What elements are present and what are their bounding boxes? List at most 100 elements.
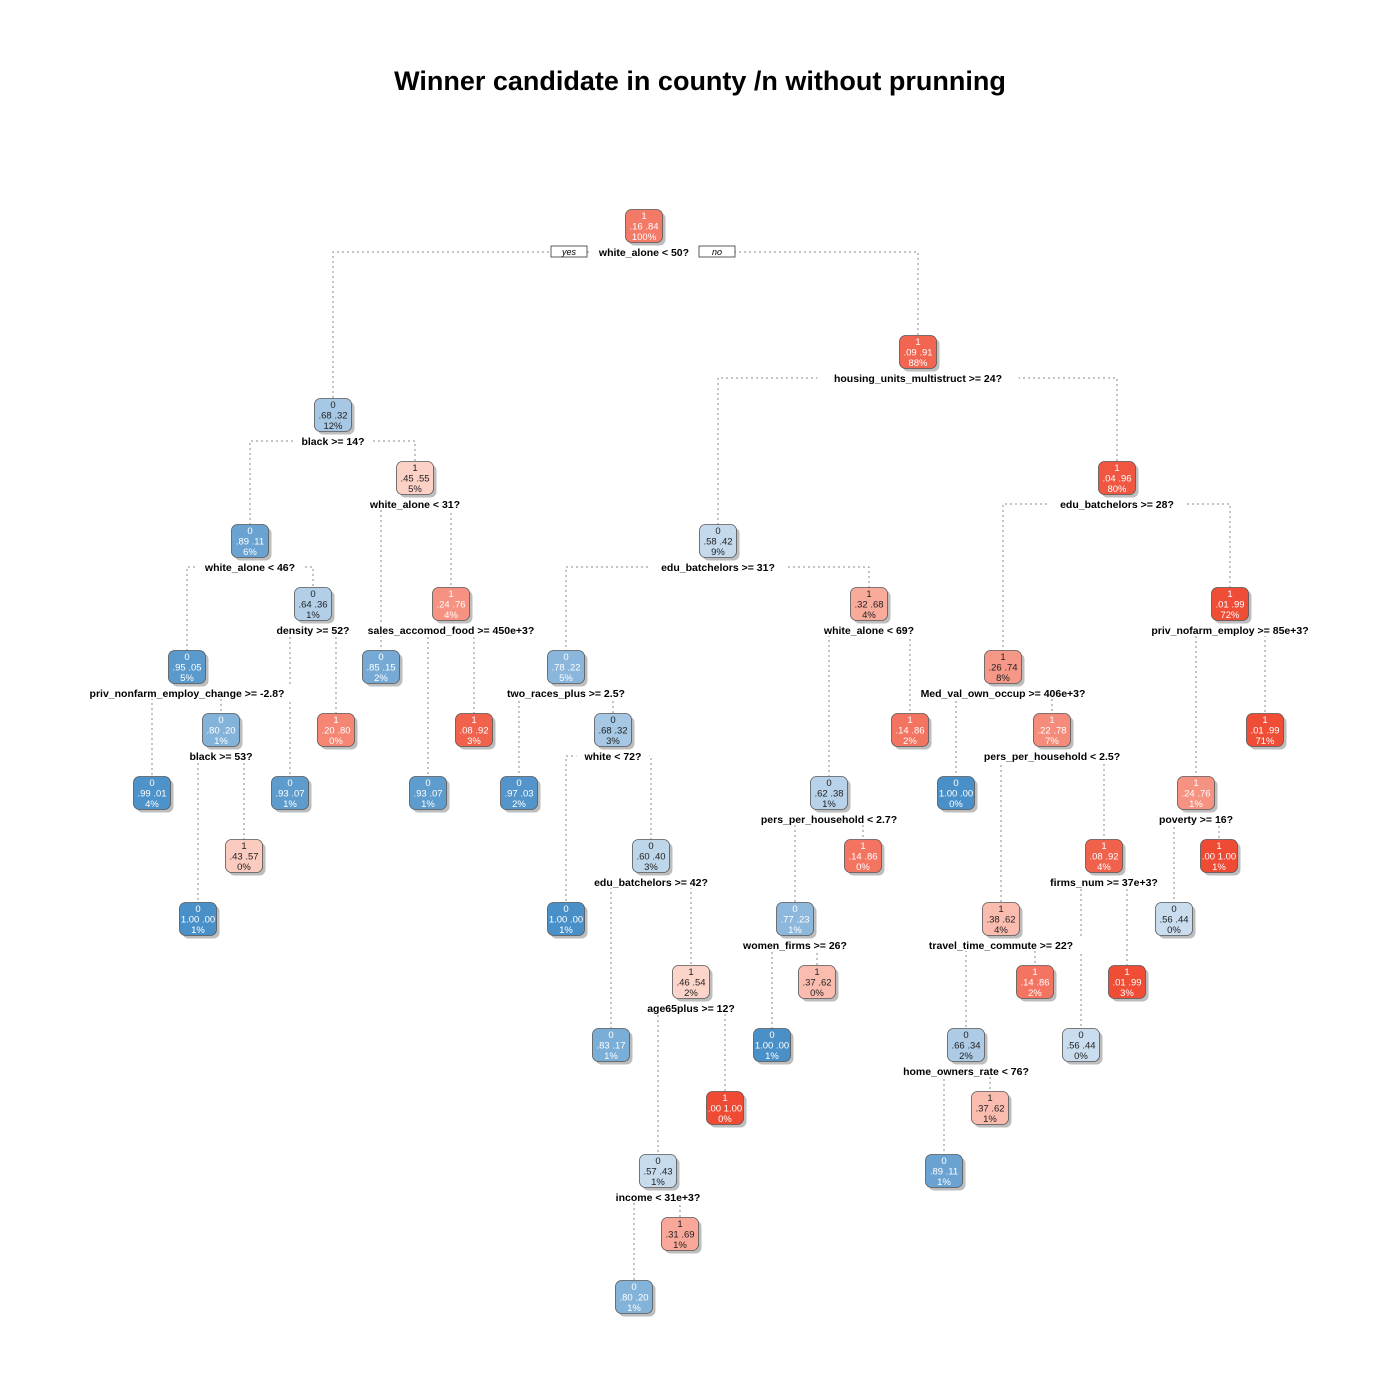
tree-node: 0.64 .361% <box>294 587 335 624</box>
node-box <box>706 1091 744 1125</box>
node-class: 0 <box>648 841 653 852</box>
node-box <box>231 524 269 558</box>
node-percent: 1% <box>822 799 836 810</box>
split-label: edu_batchelors >= 31? <box>661 562 775 574</box>
split-label: housing_units_multistruct >= 24? <box>834 373 1002 385</box>
node-class: 0 <box>608 1030 613 1041</box>
node-percent: 8% <box>996 673 1010 684</box>
node-probs: .08 .92 <box>1089 852 1118 863</box>
tree-node: 0.97 .032% <box>500 776 541 813</box>
node-class: 0 <box>218 715 223 726</box>
node-probs: .45 .55 <box>400 474 429 485</box>
split-label-bg <box>360 497 470 510</box>
node-class: 1 <box>1124 967 1129 978</box>
node-percent: 4% <box>1097 862 1111 873</box>
node-percent: 4% <box>444 610 458 621</box>
node-probs: .60 .40 <box>636 852 665 863</box>
node-percent: 1% <box>604 1051 618 1062</box>
yes-label-box <box>550 245 588 258</box>
node-percent: 1% <box>214 736 228 747</box>
node-class: 0 <box>184 652 189 663</box>
node-class: 1 <box>1216 841 1221 852</box>
node-percent: 1% <box>191 925 205 936</box>
tree-node: 1.37 .621% <box>971 1091 1012 1128</box>
node-probs: .24 .76 <box>1181 789 1210 800</box>
node-percent: 9% <box>711 547 725 558</box>
node-box <box>225 839 263 873</box>
node-probs: .56 .44 <box>1066 1041 1095 1052</box>
node-percent: 4% <box>145 799 159 810</box>
node-class: 1 <box>641 211 646 222</box>
tree-edge <box>1080 881 1104 1029</box>
node-percent: 2% <box>903 736 917 747</box>
tree-edge <box>1173 818 1196 903</box>
node-class: 1 <box>998 904 1003 915</box>
node-probs: .04 .96 <box>1102 474 1131 485</box>
node-class: 1 <box>866 589 871 600</box>
node-percent: 1% <box>421 799 435 810</box>
node-probs: .95 .05 <box>172 663 201 674</box>
node-percent: 0% <box>718 1114 732 1125</box>
node-percent: 1% <box>788 925 802 936</box>
split-label-bg <box>737 938 853 951</box>
node-probs: .99 .01 <box>137 789 166 800</box>
node-class: 0 <box>247 526 252 537</box>
node-percent: 5% <box>180 673 194 684</box>
split-label: Med_val_own_occup >= 406e+3? <box>921 688 1086 700</box>
node-percent: 3% <box>1120 988 1134 999</box>
split-label-bg <box>817 371 1019 384</box>
node-probs: .37 .62 <box>802 978 831 989</box>
split-label-bg <box>749 812 909 825</box>
tree-node: 1.26 .748% <box>984 650 1025 687</box>
tree-node: 1.45 .555% <box>396 461 437 498</box>
node-box <box>202 713 240 747</box>
node-class: 1 <box>860 841 865 852</box>
tree-node: 1.22 .787% <box>1033 713 1074 750</box>
node-class: 1 <box>915 337 920 348</box>
split-label: white < 72? <box>584 751 642 763</box>
split-label-bg <box>181 749 261 762</box>
node-class: 0 <box>631 1282 636 1293</box>
tree-edge <box>427 629 451 777</box>
node-class: 0 <box>1171 904 1176 915</box>
node-box <box>798 965 836 999</box>
node-probs: .80 .20 <box>619 1293 648 1304</box>
node-probs: .85 .15 <box>366 663 395 674</box>
node-box <box>625 209 663 243</box>
node-box <box>594 713 632 747</box>
split-label: pers_per_household < 2.5? <box>984 751 1120 763</box>
tree-edge <box>794 818 829 903</box>
node-box <box>314 398 352 432</box>
split-label-bg <box>918 938 1084 951</box>
tree-node: 0.99 .014% <box>133 776 174 813</box>
tree-node: 1.43 .570% <box>225 839 266 876</box>
node-percent: 2% <box>1028 988 1042 999</box>
tree-node: 0.93 .071% <box>409 776 450 813</box>
node-box <box>844 839 882 873</box>
node-percent: 12% <box>323 421 343 432</box>
node-class: 1 <box>722 1093 727 1104</box>
node-probs: .57 .43 <box>643 1167 672 1178</box>
node-percent: 1% <box>1212 862 1226 873</box>
tree-edge <box>1117 503 1231 588</box>
node-box <box>1108 965 1146 999</box>
tree-node: 0.68 .323% <box>594 713 635 750</box>
tree-node: 1.00 1.001% <box>1200 839 1241 876</box>
tree-edge <box>415 503 452 588</box>
tree-node: 1.31 .691% <box>661 1217 702 1254</box>
tree-edge <box>691 1007 726 1092</box>
tree-node: 1.37 .620% <box>798 965 839 1002</box>
tree-edge <box>1104 881 1128 966</box>
node-probs: .83 .17 <box>596 1041 625 1052</box>
split-label: home_owners_rate < 76? <box>903 1066 1029 1078</box>
node-probs: .31 .69 <box>665 1230 694 1241</box>
tree-node: 0.83 .171% <box>592 1028 633 1065</box>
split-label-bg <box>972 749 1132 762</box>
split-label-bg <box>1049 497 1185 510</box>
node-percent: 0% <box>810 988 824 999</box>
node-class: 1 <box>677 1219 682 1230</box>
node-percent: 1% <box>559 925 573 936</box>
